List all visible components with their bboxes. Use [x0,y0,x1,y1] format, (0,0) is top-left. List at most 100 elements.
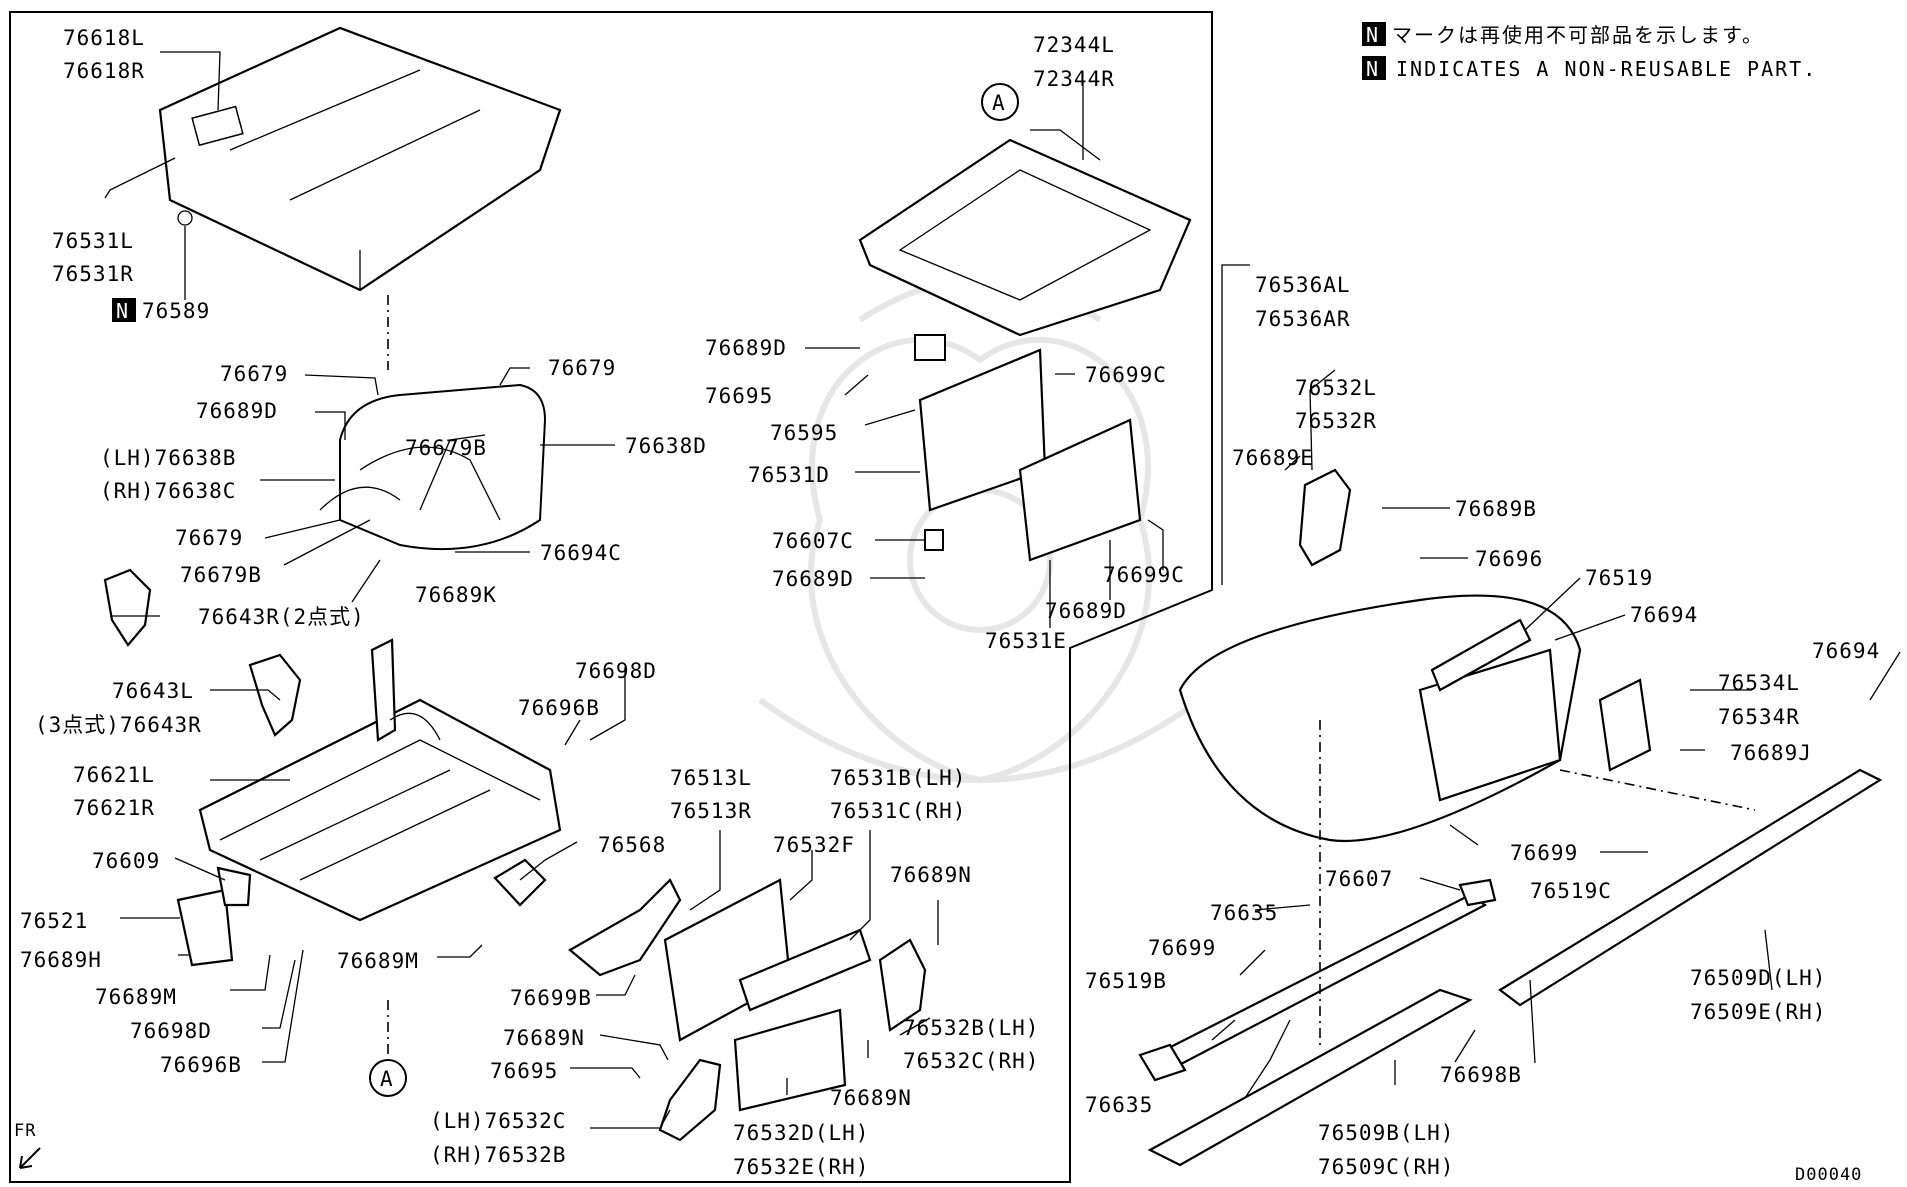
label-76531C: 76531C(RH) [830,799,966,823]
label-76696B-a: 76696B [518,696,600,720]
label-76532L: 76532L [1295,376,1377,400]
seat-belt-buckle-2pt [103,568,152,647]
lever-76513 [568,878,682,977]
legend: N マークは再使用不可部品を示します。 N INDICATES A NON-RE… [1362,22,1817,81]
label-76607C: 76607C [772,529,854,553]
connector-76595 [914,334,946,361]
legend-badge-2: N [1366,57,1378,81]
label-76698D-b: 76698D [130,1019,212,1043]
label-76689D-c: 76689D [772,567,854,591]
clip-76589 [177,210,193,226]
label-76679-c: 76679 [175,526,243,550]
label-76532R: 76532R [1295,409,1377,433]
label-76635-b: 76635 [1085,1093,1153,1117]
label-76519C: 76519C [1530,879,1612,903]
cover-76534 [1598,678,1652,772]
label-76532C-lh: (LH)76532C [430,1109,566,1133]
label-76695-a: 76695 [705,384,773,408]
label-76694-a: 76694 [1630,603,1698,627]
bracket-76519B [1138,1043,1187,1082]
label-76689N-b: 76689N [503,1026,585,1050]
svg-text:A: A [992,91,1006,115]
seat-cushion-pad [158,26,562,292]
label-76689M-b: 76689M [337,949,419,973]
label-76532B: 76532B(LH) [903,1016,1039,1040]
label-76699C-b: 76699C [1103,563,1185,587]
label-76595: 76595 [770,421,838,445]
cover-76532B-lh [878,938,927,1032]
label-76509C: 76509C(RH) [1318,1155,1454,1179]
label-76698B: 76698B [1440,1063,1522,1087]
label-76531B: 76531B(LH) [830,766,966,790]
label-76568: 76568 [598,833,666,857]
label-76509B: 76509B(LH) [1318,1121,1454,1145]
label-76536AR: 76536AR [1255,307,1351,331]
legend-note-jp: マークは再使用不可部品を示します。 [1392,23,1764,47]
label-76689N-a: 76689N [890,863,972,887]
label-76643R-2pt: 76643R(2点式) [198,605,365,629]
bracket-76521 [176,888,234,967]
label-76519: 76519 [1585,566,1653,590]
label-76689D-b: 76689D [705,336,787,360]
seat-wire-frame [319,383,547,551]
cover-76532C-lh [658,1058,722,1142]
slide-rail-76509D [1498,768,1883,1007]
part-labels: 76618L 76618R 76531L 76531R N 76589 7667… [20,26,1880,1179]
nonreusable-badge: N [116,299,128,323]
label-76638B: (LH)76638B [100,446,236,470]
svg-text:A: A [380,1067,394,1091]
align-line-4 [1559,769,1756,811]
label-76618R: 76618R [63,59,145,83]
label-76689K: 76689K [415,583,497,607]
label-76532C: 76532C(RH) [903,1049,1039,1073]
label-76694-b: 76694 [1812,639,1880,663]
label-76689B: 76689B [1455,497,1537,521]
label-76698D-a: 76698D [575,659,657,683]
label-76589-group: N 76589 [112,298,210,323]
label-76689H: 76689H [20,948,102,972]
label-76695-b: 76695 [490,1059,558,1083]
label-76534R: 76534R [1718,705,1800,729]
label-76534L: 76534L [1718,671,1800,695]
label-76618L: 76618L [63,26,145,50]
label-76589: 76589 [142,299,210,323]
label-76696B-b: 76696B [160,1053,242,1077]
label-76531L: 76531L [52,229,134,253]
label-76679B-a: 76679B [405,436,487,460]
label-76532E: 76532E(RH) [733,1155,869,1179]
label-76509E: 76509E(RH) [1690,1000,1826,1024]
label-72344L: 72344L [1033,33,1115,57]
legend-note-en: INDICATES A NON-REUSABLE PART. [1396,57,1817,81]
label-76699-a: 76699 [1510,841,1578,865]
seat-frame-assembly [198,638,562,922]
label-76531R: 76531R [52,262,134,286]
ref-marker-a-top: A [981,83,1019,121]
label-76699B: 76699B [510,986,592,1010]
label-76689D-d: 76689D [1045,599,1127,623]
label-76607: 76607 [1325,867,1393,891]
slide-rail-76509B [1147,988,1473,1167]
pipe-76519 [1430,618,1532,692]
group-frame [9,11,1213,1183]
label-76635-a: 76635 [1210,901,1278,925]
svg-text:FR: FR [14,1121,36,1141]
label-76699C-a: 76699C [1085,363,1167,387]
storage-tray [858,129,1192,337]
label-76536AL: 76536AL [1255,273,1351,297]
label-76519B: 76519B [1085,969,1167,993]
label-76689J: 76689J [1730,741,1812,765]
cover-76532F [663,878,792,1042]
label-76643L: 76643L [112,679,194,703]
front-direction-arrow: FR [14,1121,41,1169]
label-76532F: 76532F [773,833,855,857]
label-76531D: 76531D [748,463,830,487]
bracket-76519C [1458,878,1497,907]
label-76694C: 76694C [540,541,622,565]
label-76513R: 76513R [670,799,752,823]
ref-marker-a-bottom: A [369,1059,407,1097]
label-76679-a: 76679 [220,362,288,386]
label-76679B-b: 76679B [180,563,262,587]
label-76532D: 76532D(LH) [733,1121,869,1145]
label-76521: 76521 [20,909,88,933]
